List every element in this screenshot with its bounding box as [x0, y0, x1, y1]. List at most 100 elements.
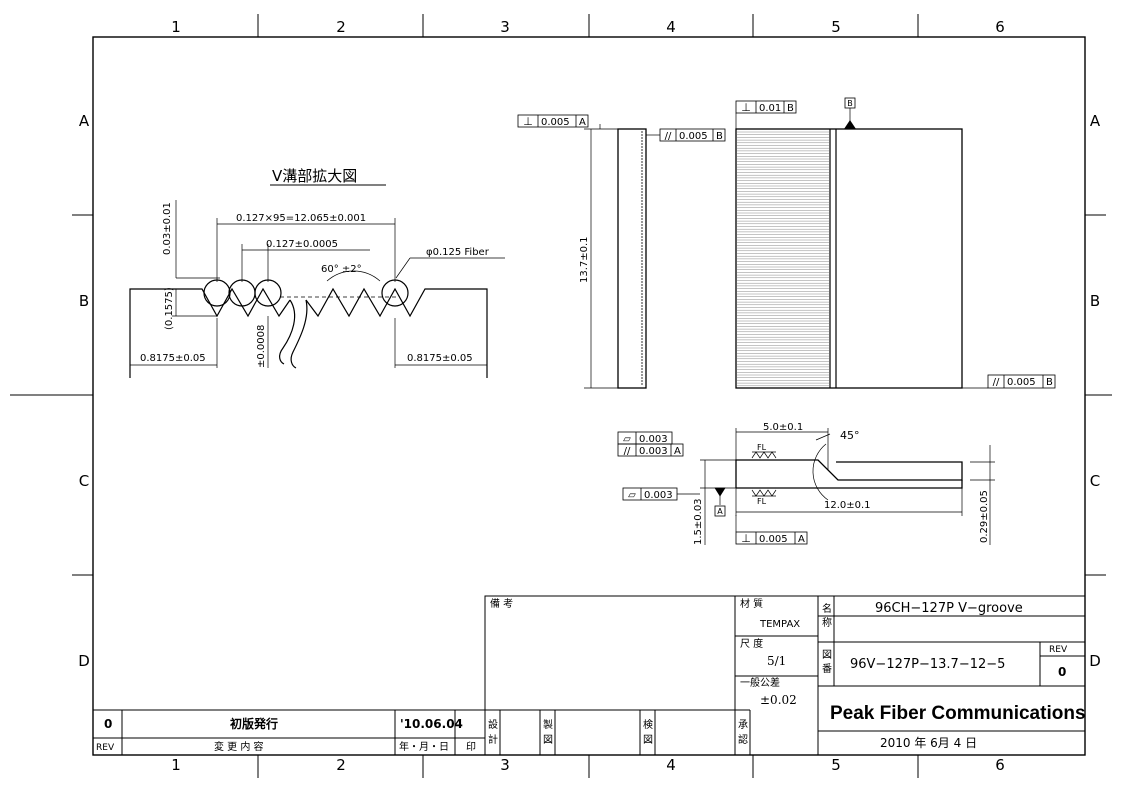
company-name: Peak Fiber Communications [830, 703, 1086, 724]
dim-edge-right: 0.8175±0.05 [407, 353, 473, 364]
gdt-perp-b-top-symbol: ⊥ [741, 101, 751, 114]
gdt-par-b-right-symbol: // [993, 377, 1000, 388]
rev-header-rev: REV [96, 743, 115, 753]
title-block [484, 595, 1086, 756]
dim-chamfer: 45° [840, 429, 860, 442]
rev-label: REV [1049, 645, 1068, 655]
gdt-perp-a-left-symbol: ⊥ [523, 115, 533, 128]
dim-pitch-total: 0.127×95=12.065±0.001 [236, 213, 366, 224]
drawing-no-label-1: 図 [822, 649, 832, 661]
col-label-top-5: 5 [831, 18, 841, 36]
name-label-2: 称 [822, 616, 832, 629]
col-label-top-6: 6 [995, 18, 1005, 36]
col-label-bottom-2: 2 [336, 756, 346, 774]
col-label-bottom-1: 1 [171, 756, 181, 774]
gdt-flat-top: ▱ 0.003 [617, 431, 673, 445]
gdt-perp-a-left-ref: A [579, 117, 586, 128]
design-label-1: 設 [488, 718, 498, 731]
gdt-flat-bottom-symbol: ▱ [628, 490, 636, 501]
dim-edge-left: 0.8175±0.05 [140, 353, 206, 364]
side-view: 13.7±0.1 ⊥ 0.005 A // 0.005 B [517, 114, 726, 389]
dim-pitch: 0.127±0.0005 [266, 239, 338, 250]
col-label-top-3: 3 [500, 18, 510, 36]
check-label-2: 図 [643, 734, 653, 746]
rev-header-seal: 印 [466, 741, 476, 753]
check-label-1: 検 [643, 718, 653, 731]
vgroove-profile-left [129, 287, 291, 378]
col-label-bottom-4: 4 [666, 756, 676, 774]
row-label-right-c: C [1090, 472, 1100, 490]
vgroove-profile-right [305, 287, 488, 378]
rev-header-date: 年・月・日 [399, 740, 449, 753]
drawing-no-label-2: 番 [822, 663, 832, 675]
gdt-par-b-right-ref: B [1046, 377, 1053, 388]
rev-header-desc: 変 更 内 容 [214, 740, 264, 753]
design-label-2: 計 [488, 733, 498, 746]
date-value: 2010 年 6月 4 日 [880, 736, 977, 750]
drawing-no-value: 96V−127P−13.7−12−5 [850, 657, 1005, 672]
material-label: 材 質 [740, 597, 763, 610]
gdt-par-b-left-ref: B [716, 131, 723, 142]
col-label-top-4: 4 [666, 18, 676, 36]
gdt-perp-a-left: ⊥ 0.005 A [517, 114, 589, 128]
gdt-perp-b-top-ref: B [787, 103, 794, 114]
col-label-top-1: 1 [171, 18, 181, 36]
dim-height: 0.03±0.01 [162, 202, 173, 255]
vgroove-title: V溝部拡大図 [272, 167, 357, 185]
dim-fiber: φ0.125 Fiber [426, 247, 490, 258]
dim-groove-depth: (0.1575) [164, 287, 175, 330]
gdt-flat-top-symbol: ▱ [623, 434, 631, 445]
row-label-left-c: C [79, 472, 89, 490]
fl-top: FL [757, 443, 767, 452]
front-view: 5.0±0.1 45° 12.0±0.1 FL FL 1.5±0.03 0.29… [617, 422, 995, 545]
gdt-par-b-left-symbol: // [665, 131, 672, 142]
gdt-perp-b-top: ⊥ 0.01 B [735, 100, 797, 129]
approve-label-2: 認 [738, 733, 748, 746]
datum-b-label: B [847, 99, 853, 108]
revision-table [93, 709, 485, 755]
col-label-bottom-6: 6 [995, 756, 1005, 774]
col-label-bottom-5: 5 [831, 756, 841, 774]
fiber-circle-3 [254, 279, 282, 307]
row-label-left-d: D [78, 652, 90, 670]
datum-a: A [714, 505, 726, 517]
dim-length: 12.0±0.1 [824, 500, 871, 511]
scale-value: 5/1 [767, 654, 786, 668]
draft-label-2: 図 [543, 734, 553, 746]
tolerance-value: ±0.02 [760, 693, 797, 707]
gdt-perp-b-top-value: 0.01 [759, 103, 781, 114]
name-value: 96CH−127P V−groove [875, 601, 1023, 616]
gdt-perp-a-bottom-symbol: ⊥ [741, 532, 751, 545]
row-label-right-b: B [1090, 292, 1100, 310]
gdt-perp-a-bottom-value: 0.005 [759, 534, 788, 545]
dim-angle: 60° ±2° [321, 264, 362, 275]
gdt-perp-a-bottom-ref: A [798, 534, 805, 545]
outer-frame [92, 36, 1086, 756]
dim-tol-vert: ±0.0008 [256, 325, 267, 368]
dim-top-width: 5.0±0.1 [763, 422, 803, 433]
approve-label-1: 承 [738, 719, 748, 731]
gdt-par-b-left-value: 0.005 [679, 131, 708, 142]
name-label-1: 名 [822, 602, 832, 615]
gdt-par-a-symbol: // [624, 446, 631, 457]
dim-thickness-step: 0.29±0.05 [979, 490, 990, 543]
scale-label: 尺 度 [740, 637, 763, 650]
datum-b: B [844, 97, 856, 129]
draft-label-1: 製 [543, 718, 553, 731]
fl-bottom: FL [757, 497, 767, 506]
notes-label: 備 考 [490, 597, 513, 610]
gdt-flat-bottom: ▱ 0.003 [622, 487, 700, 501]
gdt-par-a: // 0.003 A [617, 443, 684, 457]
gdt-flat-top-value: 0.003 [639, 434, 668, 445]
gdt-perp-a-bottom: ⊥ 0.005 A [735, 531, 808, 545]
material-value: TEMPAX [759, 619, 800, 630]
datum-a-label: A [717, 507, 723, 516]
rev-value: 0 [1058, 665, 1066, 679]
tolerance-label: 一般公差 [740, 676, 780, 689]
row-label-left-a: A [79, 112, 90, 130]
fiber-circle-4 [381, 279, 409, 307]
row-label-left-b: B [79, 292, 89, 310]
gdt-par-a-ref: A [674, 446, 681, 457]
col-label-top-2: 2 [336, 18, 346, 36]
